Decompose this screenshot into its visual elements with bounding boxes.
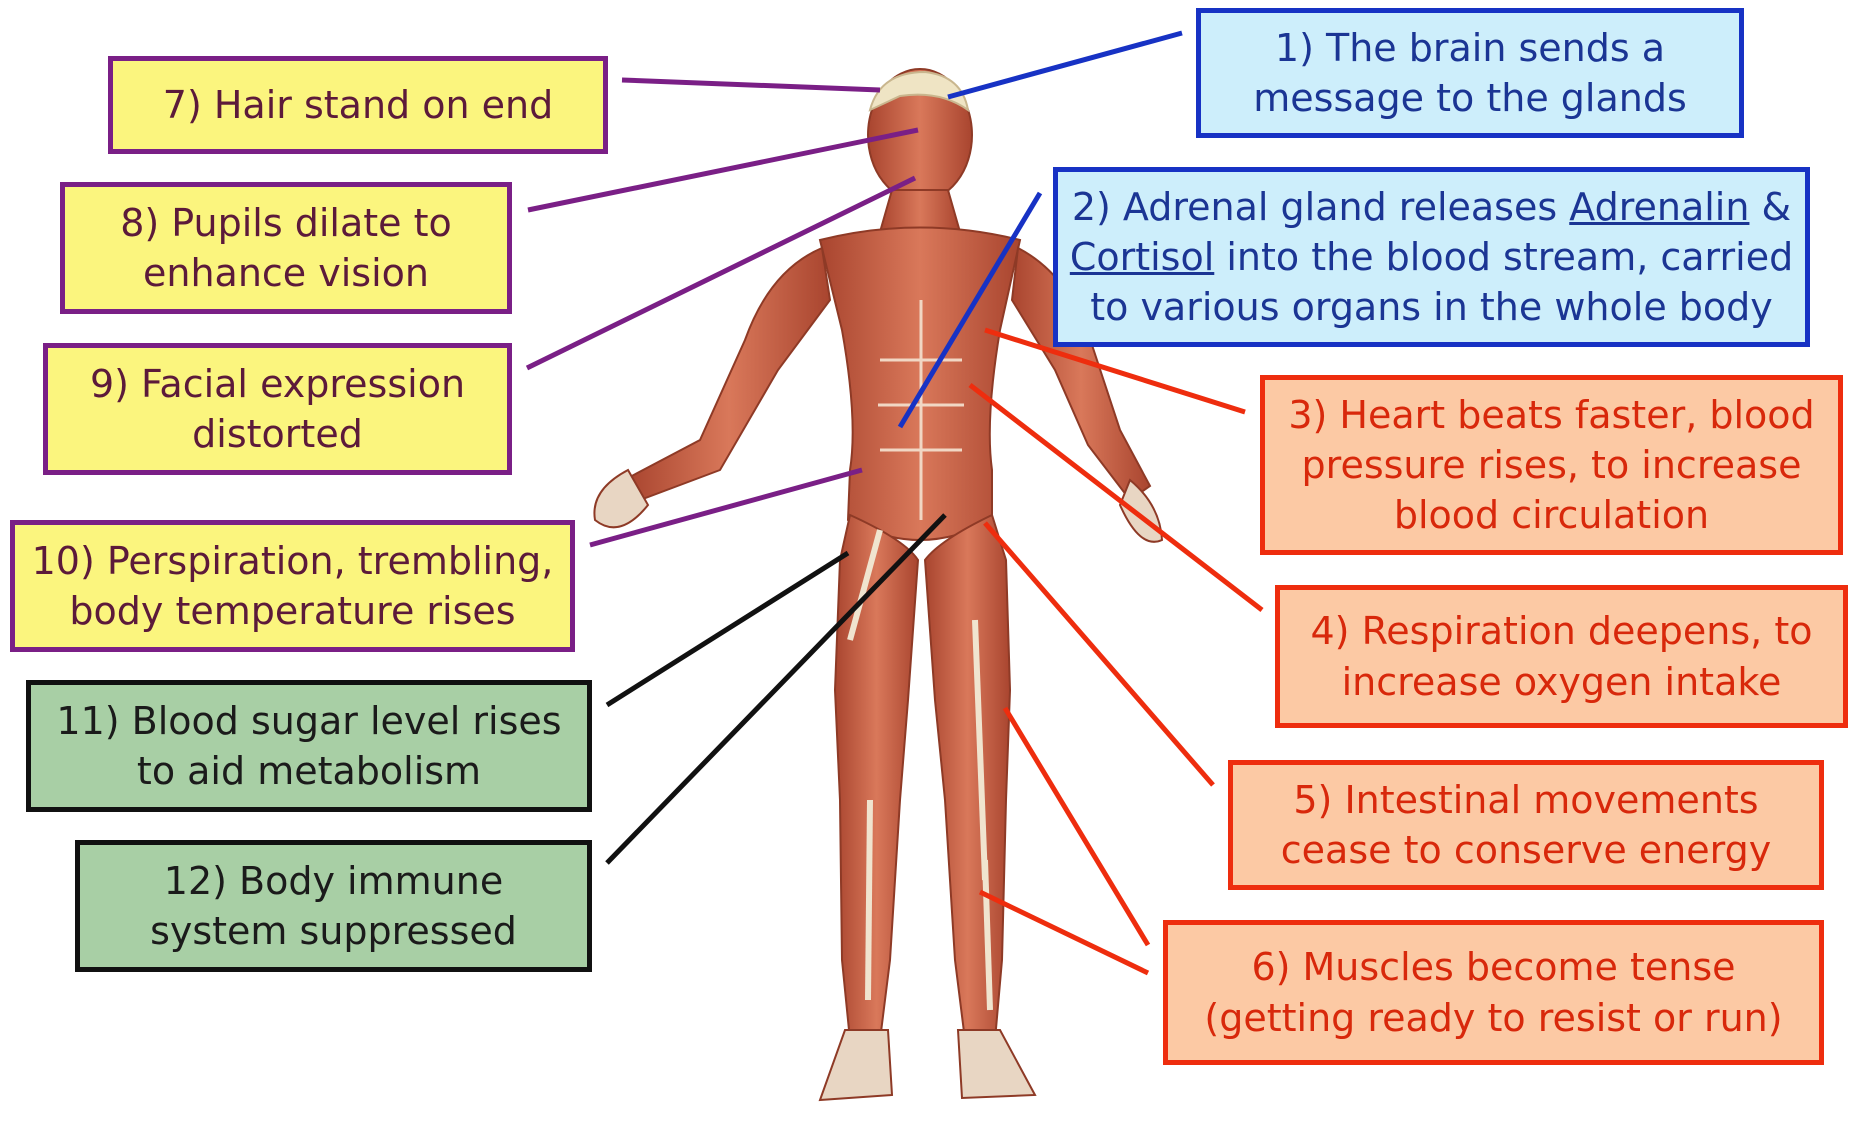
label-8-line1: 8) Pupils dilate to (120, 198, 452, 248)
label-box-6: 6) Muscles become tense (getting ready t… (1163, 920, 1824, 1065)
label-5-line1: 5) Intestinal movements (1293, 775, 1758, 825)
label-2-line1: 2) Adrenal gland releases Adrenalin & (1072, 182, 1791, 232)
connector-5 (985, 523, 1213, 785)
connector-1 (948, 33, 1182, 97)
connector-6a (1005, 708, 1148, 945)
label-12-line1: 12) Body immune (164, 856, 503, 906)
label-4-line2: increase oxygen intake (1342, 657, 1782, 707)
label-4-line1: 4) Respiration deepens, to (1311, 606, 1813, 656)
label-box-4: 4) Respiration deepens, to increase oxyg… (1275, 585, 1848, 728)
label-6-line1: 6) Muscles become tense (1251, 942, 1735, 992)
label-3-line3: blood circulation (1394, 490, 1709, 540)
label-box-11: 11) Blood sugar level rises to aid metab… (26, 680, 592, 812)
label-5-line2: cease to conserve energy (1281, 825, 1771, 875)
label-11-line1: 11) Blood sugar level rises (56, 696, 561, 746)
label-10-line1: 10) Perspiration, trembling, (32, 536, 554, 586)
label-box-10: 10) Perspiration, trembling, body temper… (10, 520, 575, 652)
label-3-line2: pressure rises, to increase (1302, 440, 1802, 490)
label-box-7: 7) Hair stand on end (108, 56, 608, 154)
label-7-line1: 7) Hair stand on end (163, 80, 553, 130)
label-8-line2: enhance vision (143, 248, 429, 298)
label-box-12: 12) Body immune system suppressed (75, 840, 592, 972)
label-2-line1-text: 2) Adrenal gland releases (1072, 185, 1569, 229)
label-12-line2: system suppressed (150, 906, 517, 956)
label-2-line3: to various organs in the whole body (1090, 282, 1773, 332)
cortisol-term: Cortisol (1070, 235, 1214, 279)
label-3-line1: 3) Heart beats faster, blood (1288, 390, 1814, 440)
label-11-line2: to aid metabolism (137, 746, 481, 796)
label-9-line1: 9) Facial expression (90, 359, 465, 409)
adrenalin-term: Adrenalin (1569, 185, 1749, 229)
label-box-2: 2) Adrenal gland releases Adrenalin & Co… (1053, 167, 1810, 347)
label-box-8: 8) Pupils dilate to enhance vision (60, 182, 512, 314)
label-box-1: 1) The brain sends a message to the glan… (1196, 8, 1744, 138)
label-1-line1: 1) The brain sends a (1275, 23, 1665, 73)
label-1-line2: message to the glands (1253, 73, 1687, 123)
label-box-5: 5) Intestinal movements cease to conserv… (1228, 760, 1824, 890)
label-10-line2: body temperature rises (69, 586, 515, 636)
label-9-line2: distorted (192, 409, 363, 459)
label-6-line2: (getting ready to resist or run) (1204, 993, 1782, 1043)
label-2-line1-amp: & (1749, 185, 1791, 229)
connector-11 (607, 553, 848, 705)
label-box-3: 3) Heart beats faster, blood pressure ri… (1260, 375, 1843, 555)
connector-7 (622, 80, 880, 90)
label-2-line2-text: into the blood stream, carried (1214, 235, 1793, 279)
label-2-line2: Cortisol into the blood stream, carried (1070, 232, 1793, 282)
label-box-9: 9) Facial expression distorted (43, 343, 512, 475)
